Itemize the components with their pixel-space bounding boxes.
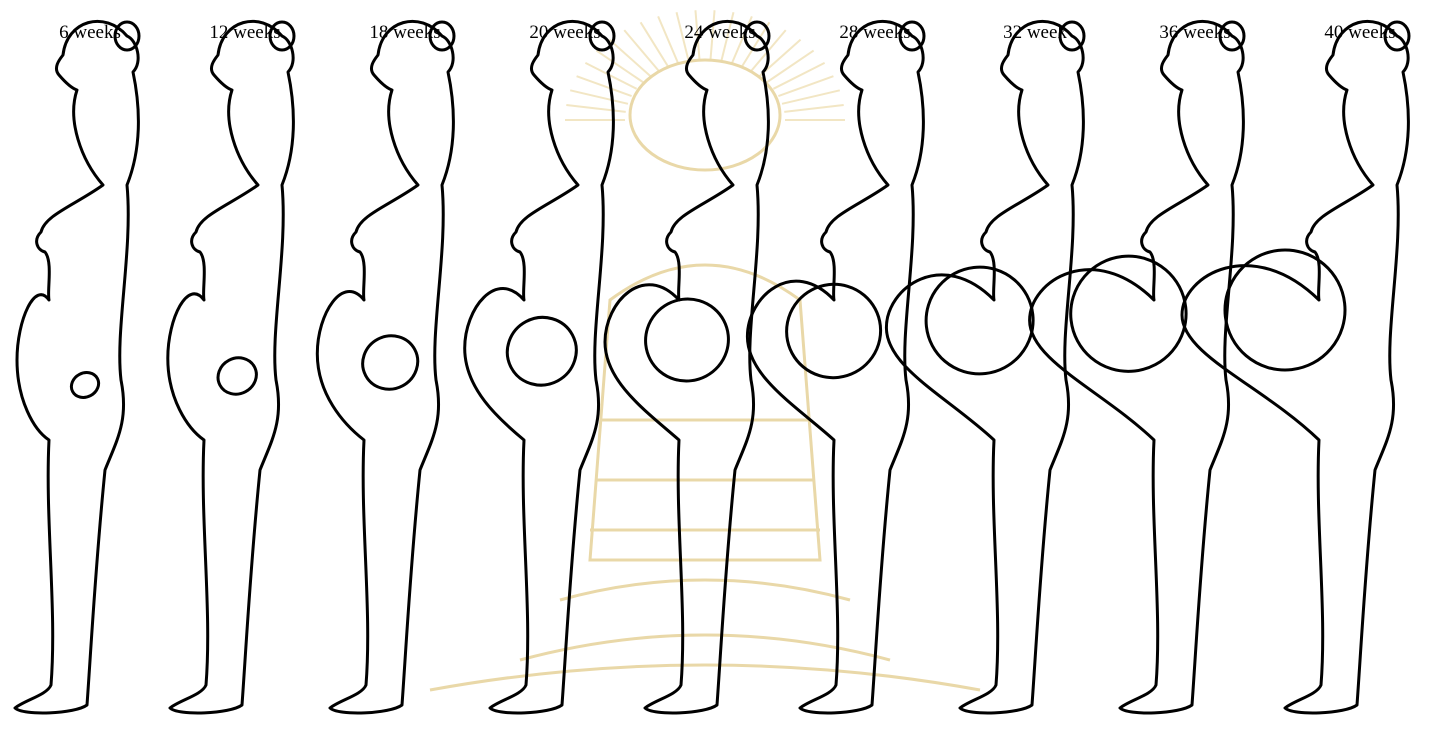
week-label: 20 weeks [529, 22, 600, 43]
uterus-outline [67, 368, 103, 402]
uterus-outline [212, 351, 263, 401]
silhouettes-group [15, 21, 1409, 713]
week-label: 12 weeks [209, 22, 280, 43]
body-outline [605, 21, 768, 713]
watermark-ray [773, 63, 824, 89]
silhouette-stage-4 [465, 21, 614, 713]
silhouette-stage-2 [168, 21, 294, 713]
week-labels-group: 6 weeks 12 weeks 18 weeks 20 weeks 24 weeks 2… [59, 22, 1395, 43]
uterus-outline [495, 305, 588, 397]
week-label: 40 weeks [1324, 22, 1395, 43]
week-label: 36 weeks [1159, 22, 1230, 43]
body-outline [317, 21, 453, 713]
week-label: 6 weeks [59, 22, 121, 43]
uterus-outline [353, 326, 427, 399]
silhouette-stage-5 [605, 21, 769, 713]
body-outline [168, 21, 294, 713]
body-outline [747, 21, 923, 713]
body-outline [886, 21, 1083, 713]
watermark-ray [767, 51, 814, 83]
week-label: 18 weeks [369, 22, 440, 43]
watermark-ray [784, 105, 843, 112]
body-outline [465, 21, 614, 713]
silhouette-stage-8 [1030, 21, 1244, 713]
watermark-ray [596, 51, 643, 83]
week-label: 28 weeks [839, 22, 910, 43]
body-outline [15, 21, 138, 713]
silhouette-stage-7 [886, 21, 1084, 713]
watermark-ray [624, 30, 659, 71]
week-label: 32 week [1003, 22, 1067, 43]
body-outline [1030, 21, 1244, 713]
watermark-ray [566, 105, 625, 112]
body-outline [1182, 21, 1408, 713]
uterus-outline [631, 284, 743, 395]
silhouette-stage-1 [15, 21, 139, 713]
silhouette-stage-6 [747, 21, 924, 713]
silhouette-stage-3 [317, 21, 454, 713]
silhouette-stage-9 [1182, 21, 1409, 713]
watermark-ray [609, 40, 650, 77]
week-label: 24 weeks [684, 22, 755, 43]
